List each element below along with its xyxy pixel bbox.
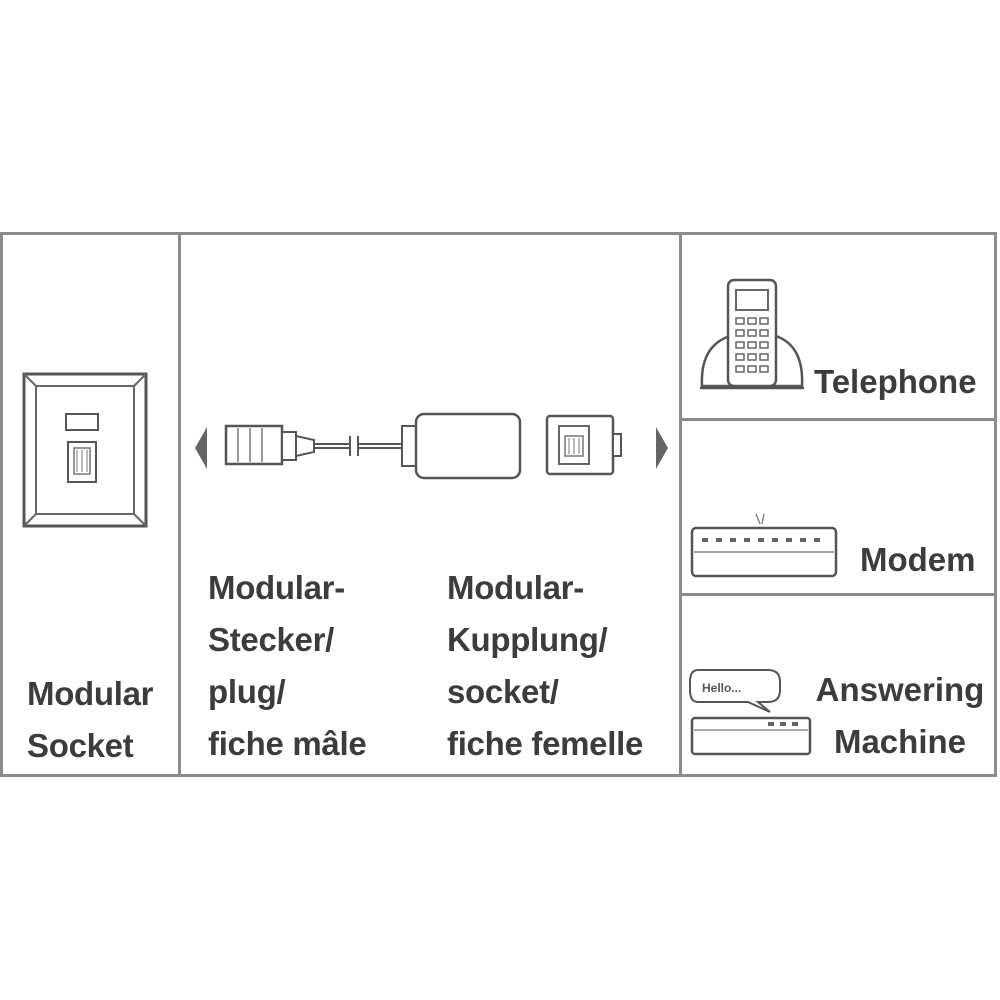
- bubble-text: Hello...: [702, 681, 741, 695]
- socket-label: Modular Socket: [27, 675, 154, 764]
- right-arrow-icon: [656, 427, 668, 469]
- left-arrow-icon: [195, 427, 207, 469]
- coupler-socket-icon: [545, 414, 622, 476]
- divider-telephone-modem: [681, 418, 997, 421]
- divider-modem-answering: [681, 593, 997, 596]
- coupler-label: Modular- Kupplung/ socket/ fiche femelle: [447, 569, 644, 762]
- answering-machine-label: Answering Machine: [815, 671, 985, 760]
- answering-machine-icon: Hello...: [689, 669, 812, 756]
- telephone-label: Telephone: [814, 363, 977, 400]
- modem-label: Modem: [860, 541, 976, 578]
- cordless-phone-icon: [700, 278, 804, 390]
- divider-left: [178, 232, 181, 777]
- modem-icon: [690, 513, 838, 578]
- plug-label: Modular- Stecker/ plug/ fiche mâle: [208, 569, 367, 762]
- divider-right: [679, 232, 682, 777]
- wall-socket-icon: [22, 372, 148, 528]
- rj-plug-icon: [224, 412, 522, 480]
- diagram-frame: [0, 232, 997, 777]
